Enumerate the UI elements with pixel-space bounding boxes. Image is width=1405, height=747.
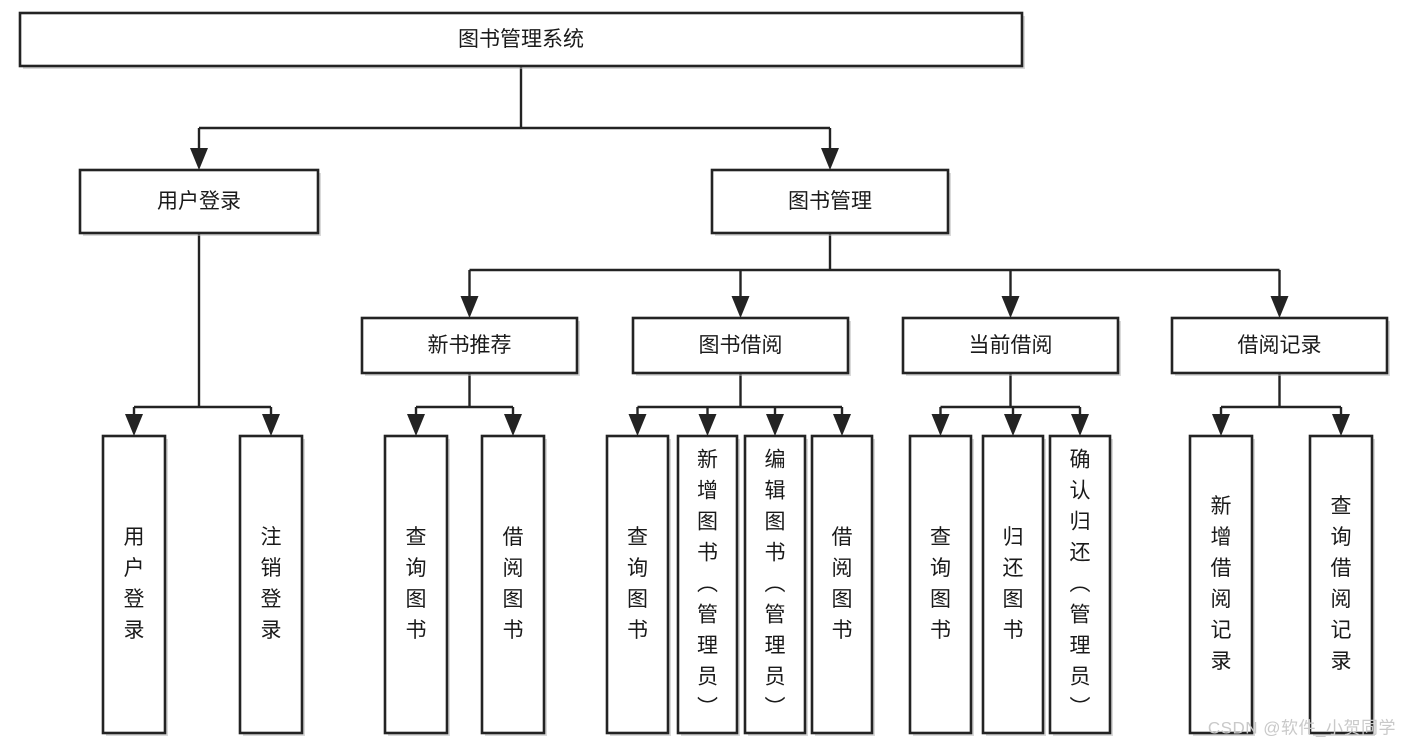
node-layer: 图书管理系统用户登录图书管理新书推荐图书借阅当前借阅借阅记录用户登录注销登录查询…: [18, 11, 1390, 736]
node-label: 借阅记录: [1238, 334, 1322, 357]
child-arrow: [1212, 414, 1230, 436]
node-box[interactable]: [1188, 434, 1254, 735]
child-arrow: [1004, 414, 1022, 436]
node-label: 新增图书︵管理员︶: [697, 448, 718, 719]
child-arrow: [504, 414, 522, 436]
node-new-book-rec[interactable]: 新书推荐: [360, 316, 580, 376]
node-label: 图书管理: [788, 190, 872, 213]
node-box[interactable]: [676, 434, 739, 735]
node-book-borrow[interactable]: 图书借阅: [631, 316, 851, 376]
node-current-borrow[interactable]: 当前借阅: [901, 316, 1121, 376]
node-label: 查询图书: [930, 526, 951, 642]
node-box[interactable]: [908, 434, 973, 735]
node-box[interactable]: [810, 434, 874, 735]
node-label: 新书推荐: [428, 334, 512, 357]
node-box[interactable]: [710, 168, 950, 235]
node-leaf-return-book[interactable]: 归还图书: [981, 434, 1046, 736]
node-leaf-query-book-2[interactable]: 查询图书: [605, 434, 671, 736]
node-leaf-edit-book-admin[interactable]: 编辑图书︵管理员︶: [743, 434, 808, 736]
node-label: 借阅图书: [503, 526, 524, 642]
node-leaf-borrow-book-2[interactable]: 借阅图书: [810, 434, 875, 736]
node-label: 查询图书: [627, 526, 648, 642]
node-box[interactable]: [743, 434, 807, 735]
child-arrow: [1332, 414, 1350, 436]
node-root[interactable]: 图书管理系统: [18, 11, 1025, 69]
connector-layer: [125, 66, 1350, 436]
node-label: 借阅图书: [832, 526, 853, 642]
child-arrow: [698, 414, 717, 436]
node-box[interactable]: [383, 434, 449, 735]
child-arrow: [1270, 296, 1289, 318]
node-label: 新增借阅记录: [1211, 495, 1232, 673]
node-box[interactable]: [360, 316, 579, 375]
node-user-login[interactable]: 用户登录: [78, 168, 321, 236]
child-arrow: [262, 414, 280, 436]
node-leaf-user-login[interactable]: 用户登录: [101, 434, 168, 736]
node-label: 查询借阅记录: [1331, 495, 1352, 673]
child-arrow: [731, 296, 750, 318]
node-leaf-query-book-1[interactable]: 查询图书: [383, 434, 450, 736]
child-arrow: [1071, 414, 1089, 436]
csdn-watermark: CSDN @软件_小贺同学: [1208, 718, 1396, 737]
node-box[interactable]: [480, 434, 546, 735]
child-arrow: [833, 414, 851, 436]
node-box[interactable]: [1308, 434, 1374, 735]
child-arrow: [460, 296, 479, 318]
node-label: 图书管理系统: [458, 28, 584, 51]
node-label: 用户登录: [124, 526, 145, 642]
node-leaf-confirm-return[interactable]: 确认归还︵管理员︶: [1048, 434, 1113, 736]
node-box[interactable]: [238, 434, 304, 735]
node-leaf-add-record[interactable]: 新增借阅记录: [1188, 434, 1255, 736]
node-label: 图书借阅: [699, 334, 783, 357]
child-arrow: [1001, 296, 1020, 318]
node-leaf-add-book-admin[interactable]: 新增图书︵管理员︶: [676, 434, 740, 736]
child-arrow: [821, 148, 839, 170]
node-book-manage[interactable]: 图书管理: [710, 168, 951, 236]
node-leaf-borrow-book-1[interactable]: 借阅图书: [480, 434, 547, 736]
node-box[interactable]: [605, 434, 670, 735]
node-label: 当前借阅: [969, 334, 1053, 357]
node-label: 用户登录: [157, 190, 241, 213]
child-arrow: [931, 414, 950, 436]
node-borrow-record[interactable]: 借阅记录: [1170, 316, 1390, 376]
node-label: 确认归还︵管理员︶: [1070, 448, 1091, 719]
node-label: 编辑图书︵管理员︶: [765, 448, 786, 719]
node-leaf-user-logout[interactable]: 注销登录: [238, 434, 305, 736]
child-arrow: [125, 414, 143, 436]
node-box[interactable]: [78, 168, 320, 235]
child-arrow: [407, 414, 425, 436]
node-label: 查询图书: [406, 526, 427, 642]
node-box[interactable]: [1048, 434, 1112, 735]
node-box[interactable]: [18, 11, 1024, 68]
node-leaf-query-record[interactable]: 查询借阅记录: [1308, 434, 1375, 736]
node-label: 注销登录: [261, 526, 282, 642]
child-arrow: [628, 414, 647, 436]
node-box[interactable]: [101, 434, 167, 735]
node-box[interactable]: [901, 316, 1120, 375]
node-box[interactable]: [631, 316, 850, 375]
node-label: 归还图书: [1003, 526, 1024, 642]
child-arrow: [766, 414, 784, 436]
node-leaf-query-book-3[interactable]: 查询图书: [908, 434, 974, 736]
child-arrow: [190, 148, 208, 170]
node-box[interactable]: [1170, 316, 1389, 375]
node-box[interactable]: [981, 434, 1045, 735]
